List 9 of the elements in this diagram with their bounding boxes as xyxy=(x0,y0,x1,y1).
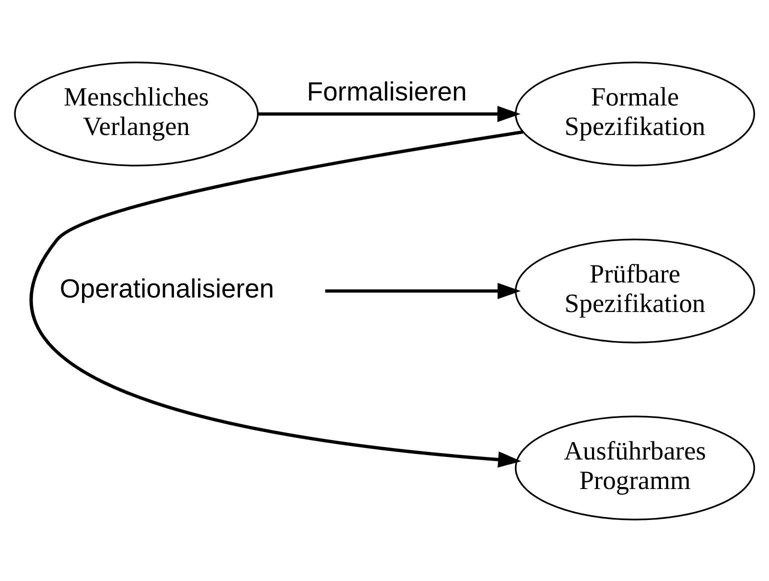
edge-label: Formalisieren xyxy=(306,76,467,106)
node-ellipse: Formale Spezifikation xyxy=(514,61,756,166)
node-ellipse: Menschliches Verlangen xyxy=(14,61,259,166)
arrow xyxy=(30,130,523,468)
arrow xyxy=(325,282,521,299)
edge-label: Operationalisieren xyxy=(60,272,274,303)
node-ellipse: Prüfbare Spezifikation xyxy=(514,238,756,343)
node-ellipse: Ausführbares Programm xyxy=(514,415,756,520)
arrow xyxy=(258,105,521,122)
